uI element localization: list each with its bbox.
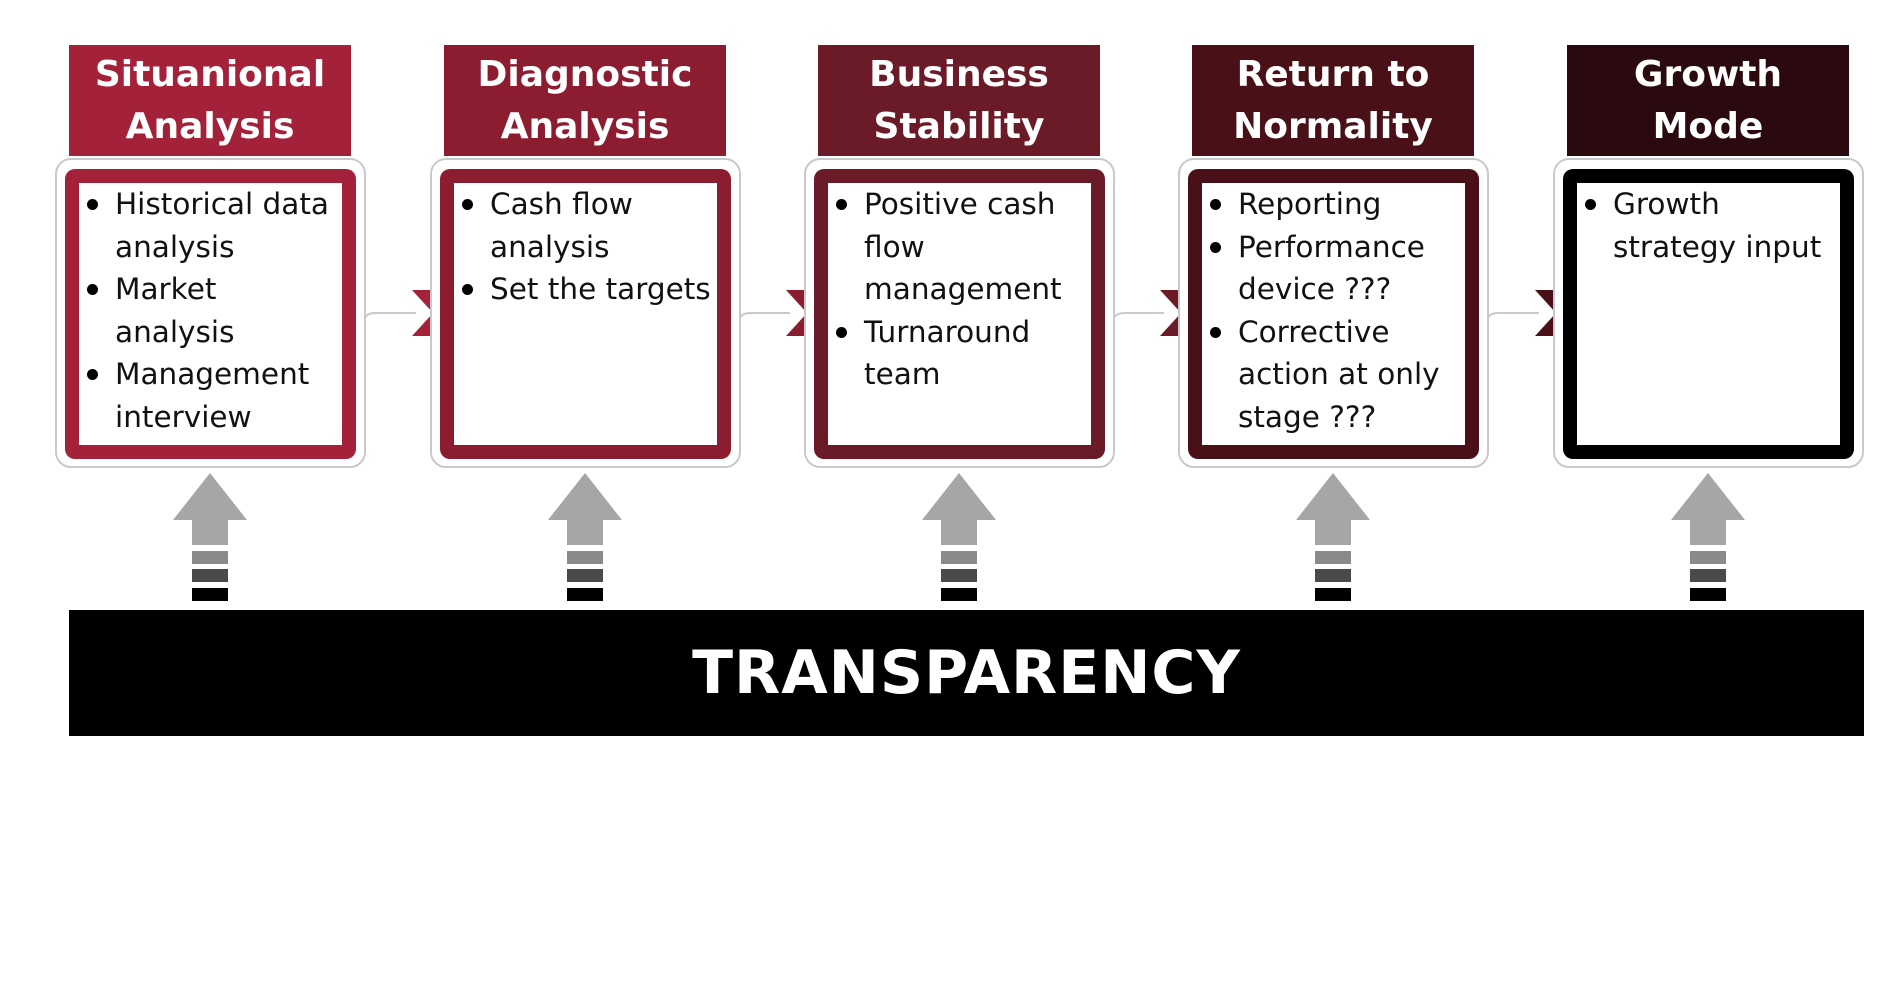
stage-title: Diagnostic Analysis: [444, 45, 726, 156]
bullet-dot-icon: [87, 284, 98, 295]
bullet-item: Turnaround team: [836, 311, 1091, 396]
bullet-text: Growth strategy input: [1613, 187, 1822, 264]
bullet-text: Cash flow analysis: [490, 187, 633, 264]
transparency-bar: TRANSPARENCY: [69, 610, 1864, 736]
stage-content: Growth strategy input: [1577, 183, 1840, 445]
bullet-item: Reporting: [1210, 183, 1465, 226]
bullet-text: Market analysis: [115, 272, 235, 349]
bullet-item: Corrective action at only stage ???: [1210, 311, 1465, 439]
stage-connector: [363, 292, 416, 323]
up-arrow-icon: [1296, 473, 1370, 601]
up-arrow-icon: [548, 473, 622, 601]
bullet-list: Growth strategy input: [1577, 183, 1840, 268]
stage-title: Business Stability: [818, 45, 1100, 156]
bullet-text: Reporting: [1238, 187, 1382, 221]
bullet-text: Positive cash flow management: [864, 187, 1062, 306]
bullet-dot-icon: [462, 199, 473, 210]
bullet-item: Historical data analysis: [87, 183, 342, 268]
bullet-text: Historical data analysis: [115, 187, 330, 264]
bullet-item: Management interview: [87, 353, 342, 438]
stage-connector: [1112, 292, 1164, 323]
bullet-text: Corrective action at only stage ???: [1238, 314, 1440, 434]
bullet-dot-icon: [1210, 326, 1221, 338]
stage-title: Growth Mode: [1567, 45, 1849, 156]
bullet-dot-icon: [87, 199, 98, 210]
stage-connector: [1486, 292, 1539, 323]
bullet-item: Cash flow analysis: [462, 183, 717, 268]
up-arrow-icon: [173, 473, 247, 601]
up-arrow-icon: [1671, 473, 1745, 601]
bullet-dot-icon: [836, 199, 847, 210]
bullet-item: Performance device ???: [1210, 226, 1465, 311]
bullet-item: Growth strategy input: [1585, 183, 1840, 268]
bullet-dot-icon: [1585, 199, 1596, 210]
bullet-text: Performance device ???: [1238, 229, 1425, 307]
bullet-text: Management interview: [115, 357, 310, 434]
stage-title: Return to Normality: [1192, 45, 1474, 156]
bullet-dot-icon: [462, 284, 473, 295]
bullet-text: Set the targets: [490, 272, 711, 306]
bullet-dot-icon: [836, 326, 847, 338]
bullet-dot-icon: [1210, 199, 1221, 210]
bullet-item: Market analysis: [87, 268, 342, 353]
stage-title: Situanional Analysis: [69, 45, 351, 156]
bullet-dot-icon: [87, 369, 98, 380]
bullet-item: Set the targets: [462, 268, 717, 311]
bullet-item: Positive cash flow management: [836, 183, 1091, 311]
up-arrow-icon: [922, 473, 996, 601]
bullet-text: Turnaround team: [864, 314, 1031, 392]
bullet-dot-icon: [1210, 241, 1221, 253]
stage-connector: [738, 292, 790, 323]
transparency-label: TRANSPARENCY: [692, 638, 1241, 708]
